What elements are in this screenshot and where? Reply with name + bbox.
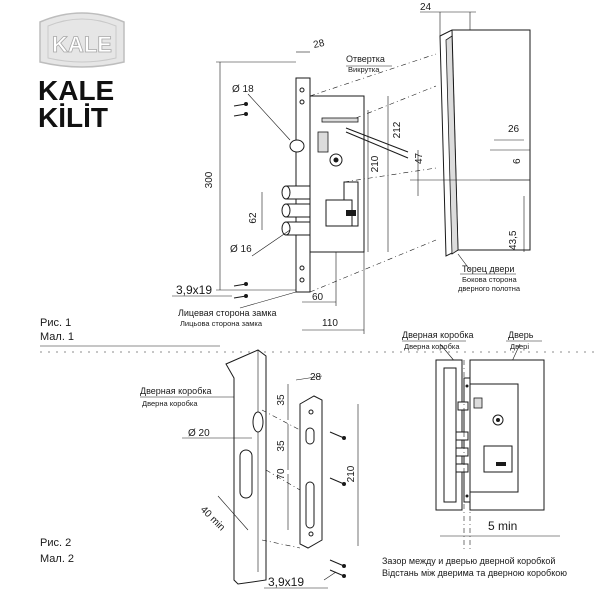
dim-screw-1: 3,9x19 [176,283,212,297]
fig1-caption-ru: Рис. 1 [40,317,71,329]
brand-name-line2: KİLİT [38,102,108,133]
label-screwdriver-ru: Отвертка [346,54,385,64]
dim-height-total: 300 [204,171,215,188]
dim-height-210: 210 [370,155,381,172]
figure-1: 300 28 212 210 Ø 18 62 Ø 16 3,9x19 60 11… [40,2,531,343]
label-screwdriver-ua: Викрутка [348,65,380,74]
label-door-ua: Двері [510,342,529,351]
brand-name-line1: KALE [38,75,114,106]
dim-min-40: 40 min [198,504,227,533]
kale-logo: KALE [39,12,125,68]
dim-gap-5min: 5 min [488,519,517,533]
dim-strike-height: 210 [346,465,357,482]
fig1-caption-ua: Мал. 1 [40,331,74,343]
dim-side-26: 26 [508,124,520,135]
dim-backset-60: 60 [312,292,324,303]
dim-door-thickness: 24 [420,2,432,13]
note-gap-ru: Зазор между и дверью дверной коробкой [382,556,555,566]
dim-side-6: 6 [512,158,523,164]
fig2-caption-ua: Мал. 2 [40,553,74,565]
label-door-edge-ua1: Бокова сторона [462,275,518,284]
label-face-side-ua: Лицьова сторона замка [180,319,263,328]
dim-hole-18: Ø 18 [232,84,254,95]
door-panel [410,29,531,257]
label-frame3-ru: Дверная коробка [402,330,474,340]
dim-gap-35b: 35 [276,440,287,452]
label-frame3-ua: Дверна коробка [404,342,460,351]
lock-faceplate [295,77,311,293]
label-frame-ua: Дверна коробка [142,399,198,408]
label-door-edge-ua2: дверного полотна [458,284,521,293]
dim-spacing-62: 62 [248,212,259,224]
logo-wordmark: KALE [52,32,112,57]
dim-hole-20: Ø 20 [188,428,210,439]
screws-top [233,102,248,117]
latch-bolt [289,139,305,153]
dim-screw-2: 3,9x19 [268,575,304,589]
dim-gap-35a: 35 [276,394,287,406]
dim-faceplate-width: 28 [312,38,326,51]
dim-side-43-5: 43,5 [508,230,519,250]
label-frame-ru: Дверная коробка [140,386,212,396]
label-door-edge-ru: Торец двери [462,264,514,274]
dim-height-212: 212 [392,121,403,138]
dim-body-110: 110 [322,318,338,329]
screws-bottom [233,282,248,299]
label-door-ru: Дверь [508,330,534,340]
dim-strike-width: 28 [310,372,322,383]
figure-2: 28 35 35 70 210 Ø 20 40 min 3,9x19 Дверн… [40,349,359,589]
fig2-caption-ru: Рис. 2 [40,537,71,549]
label-face-side-ru: Лицевая сторона замка [178,308,277,318]
note-gap-ua: Відстань між дверима та дверною коробкою [382,568,567,578]
dim-side-47: 47 [414,152,425,164]
figure-3: Дверная коробка Дверна коробка Дверь Две… [382,330,567,578]
dim-hole-16: Ø 16 [230,244,252,255]
dim-len-70: 70 [276,468,287,480]
